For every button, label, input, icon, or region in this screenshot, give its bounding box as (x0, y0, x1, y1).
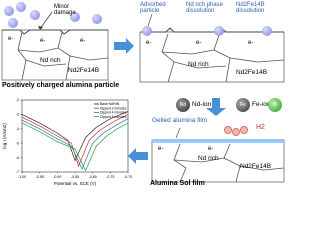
ndfeb-dissolution-label: Nd2Fe14B dissolution (236, 2, 265, 15)
alumina-particle (16, 2, 26, 12)
region-ndfeb: Nd2Fe14B (240, 163, 272, 170)
x-tick-label: -0.70 (124, 175, 132, 179)
x-tick-label: -0.85 (71, 175, 79, 179)
region-ndfeb: Nd2Fe14B (236, 69, 268, 76)
fe-ion-icon: Fe (236, 98, 250, 112)
adsorbed-particle (262, 26, 272, 36)
region-ndfeb: Nd2Fe14B (68, 67, 100, 74)
alumina-particle (70, 12, 80, 22)
panel-gelled-film (150, 118, 287, 189)
y-tick-label: -7 (16, 170, 19, 174)
legend-entry: Dipped 2 minutes (100, 106, 127, 110)
x-tick-label: -0.90 (53, 175, 61, 179)
legend-entry: Dipped 8 minutes (100, 115, 127, 119)
polarization-chart: -1.00 -0.95 -0.90 -0.85 -0.80 -0.75 -0.70 -7 -6 -… (0, 94, 132, 189)
hydrogen-bubble (224, 126, 232, 134)
electron-label: e- (146, 40, 152, 46)
electron-label: e- (196, 40, 202, 46)
electron-label: e- (8, 36, 14, 42)
x-tick-label: -0.80 (89, 175, 97, 179)
legend-entry: Dipped 4 minutes (100, 111, 127, 115)
electron-label: e- (248, 40, 254, 46)
alumina-particle (4, 6, 14, 16)
chart-svg: -1.00 -0.95 -0.90 -0.85 -0.80 -0.75 -0.70 -7 -6 -… (2, 98, 132, 186)
x-tick-label: -0.95 (36, 175, 44, 179)
region-nd-rich: Nd rich (188, 61, 209, 68)
arrow-right-icon (114, 38, 134, 54)
alumina-particle (30, 10, 40, 20)
electron-label: e- (80, 38, 86, 44)
y-axis-label: log I (A/cm2) (2, 123, 7, 149)
series-line (21, 122, 129, 172)
positively-charged-caption: Positively charged alumina particle (2, 82, 120, 89)
gelled-film-layer (152, 139, 284, 143)
panel-initial-state (0, 0, 112, 92)
hydrogen-bubble (240, 126, 248, 134)
y-tick-label: -3 (16, 113, 19, 117)
x-tick-label: -0.75 (106, 175, 114, 179)
alumina-sol-caption: Alumina Sol film (150, 180, 205, 187)
nd-ion-label: Nd-ion (192, 101, 212, 108)
series-line (21, 111, 129, 162)
x-tick-label: -1.00 (18, 175, 26, 179)
adsorbed-particle (214, 26, 224, 36)
minor-damage-label: Minor damage (54, 4, 76, 17)
x-axis-label: Potential vs. SCE (V) (54, 181, 97, 186)
alumina-particle (92, 14, 102, 24)
gelled-film-label: Gelled alumina film (152, 117, 208, 124)
y-tick-label: -2 (16, 98, 19, 102)
series-line (21, 118, 129, 170)
electron-label: e- (40, 38, 46, 44)
region-nd-rich: Nd rich (40, 57, 61, 64)
adsorbed-particle-label: Advorbed particle (140, 2, 166, 15)
nd-ion-icon: Nd (176, 98, 190, 112)
panel-dissolution (138, 0, 287, 92)
hydrogen-label: H2 (256, 124, 265, 131)
series-line (21, 114, 129, 168)
region-nd-rich: Nd rich (198, 155, 219, 162)
y-tick-label: -4 (16, 127, 19, 131)
adsorbed-particle (142, 26, 152, 36)
legend-entry: Base NdFeB (100, 102, 120, 106)
hydrogen-bubble (232, 128, 240, 136)
substrate (1, 29, 109, 81)
fe-ion-label: Fe-ion (252, 101, 271, 108)
electron-label: e- (158, 146, 164, 152)
electron-label: e- (208, 146, 214, 152)
y-tick-label: -6 (16, 156, 19, 160)
nd-phase-dissolution-label: Nd rich phase dissolution (186, 2, 224, 15)
b-ion-icon: B (268, 98, 282, 112)
y-tick-label: -5 (16, 141, 19, 145)
alumina-particle (8, 18, 18, 28)
